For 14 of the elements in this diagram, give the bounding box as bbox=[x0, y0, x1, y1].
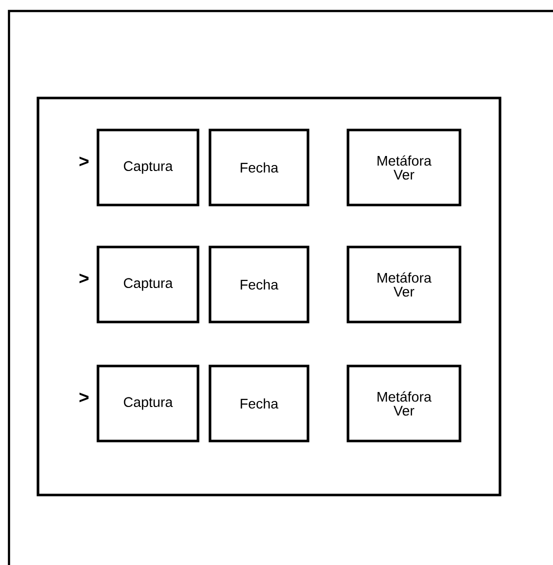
button-box: Fecha bbox=[208, 128, 310, 206]
button-box: Metáfora Ver bbox=[346, 364, 462, 442]
button-box: Metáfora Ver bbox=[346, 246, 462, 324]
frame bbox=[8, 10, 553, 565]
panel-box bbox=[36, 96, 502, 496]
chevron-label: > bbox=[80, 274, 89, 284]
button-box: Fecha bbox=[208, 364, 310, 442]
button-box: Metáfora Ver bbox=[346, 128, 462, 206]
button-box: Captura bbox=[96, 246, 200, 324]
button-box: Captura bbox=[96, 128, 200, 206]
button-box: Fecha bbox=[208, 246, 310, 324]
button-box: Captura bbox=[96, 364, 200, 442]
chevron-label: > bbox=[80, 392, 89, 402]
chevron-label: > bbox=[80, 156, 89, 166]
